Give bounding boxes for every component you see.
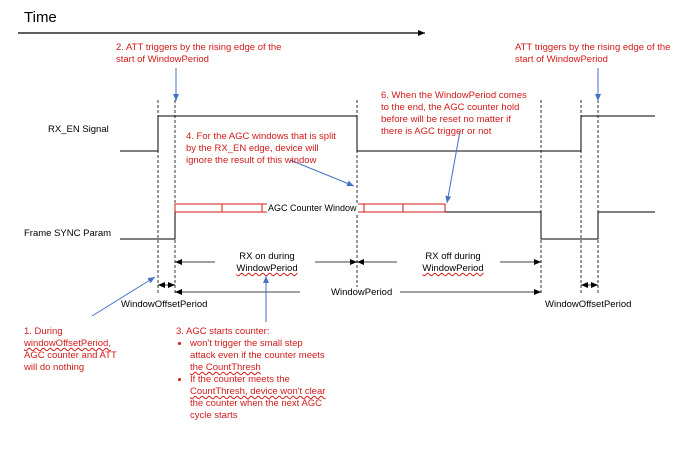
window-period-label: WindowPeriod xyxy=(329,287,395,299)
offset-right-label: WindowOffsetPeriod xyxy=(545,299,632,310)
time-title: Time xyxy=(24,9,57,26)
note-1: 1. During windowOffsetPeriod, AGC counte… xyxy=(24,326,117,373)
bottom-period-arrows xyxy=(158,282,598,295)
note-4: 4. For the AGC windows that is split by … xyxy=(186,131,336,166)
rx-off-label: RX off during WindowPeriod xyxy=(422,251,484,274)
note-2b: ATT triggers by the rising edge of the s… xyxy=(515,42,671,65)
note-2: 2. ATT triggers by the rising edge of th… xyxy=(116,42,282,65)
frame-sync-label: Frame SYNC Param xyxy=(24,228,112,239)
agc-window-label: AGC Counter Window xyxy=(267,203,358,213)
note-3-bullet-2: If the counter meets the CountThresh, de… xyxy=(190,374,325,422)
rx-on-label: RX on during WindowPeriod xyxy=(236,251,298,274)
annotation-arrows xyxy=(91,68,601,322)
note-3: 3. AGC starts counter: won't trigger the… xyxy=(176,326,325,422)
note-6: 6. When the WindowPeriod comes to the en… xyxy=(381,90,527,137)
rx-en-label: RX_EN Signal xyxy=(48,124,109,135)
rx-en-waveform xyxy=(120,115,655,152)
note-3-bullet-1: won't trigger the small step attack even… xyxy=(190,338,325,374)
frame-sync-waveform xyxy=(120,211,655,240)
offset-left-label: WindowOffsetPeriod xyxy=(121,299,208,310)
dashed-markers xyxy=(157,100,599,293)
